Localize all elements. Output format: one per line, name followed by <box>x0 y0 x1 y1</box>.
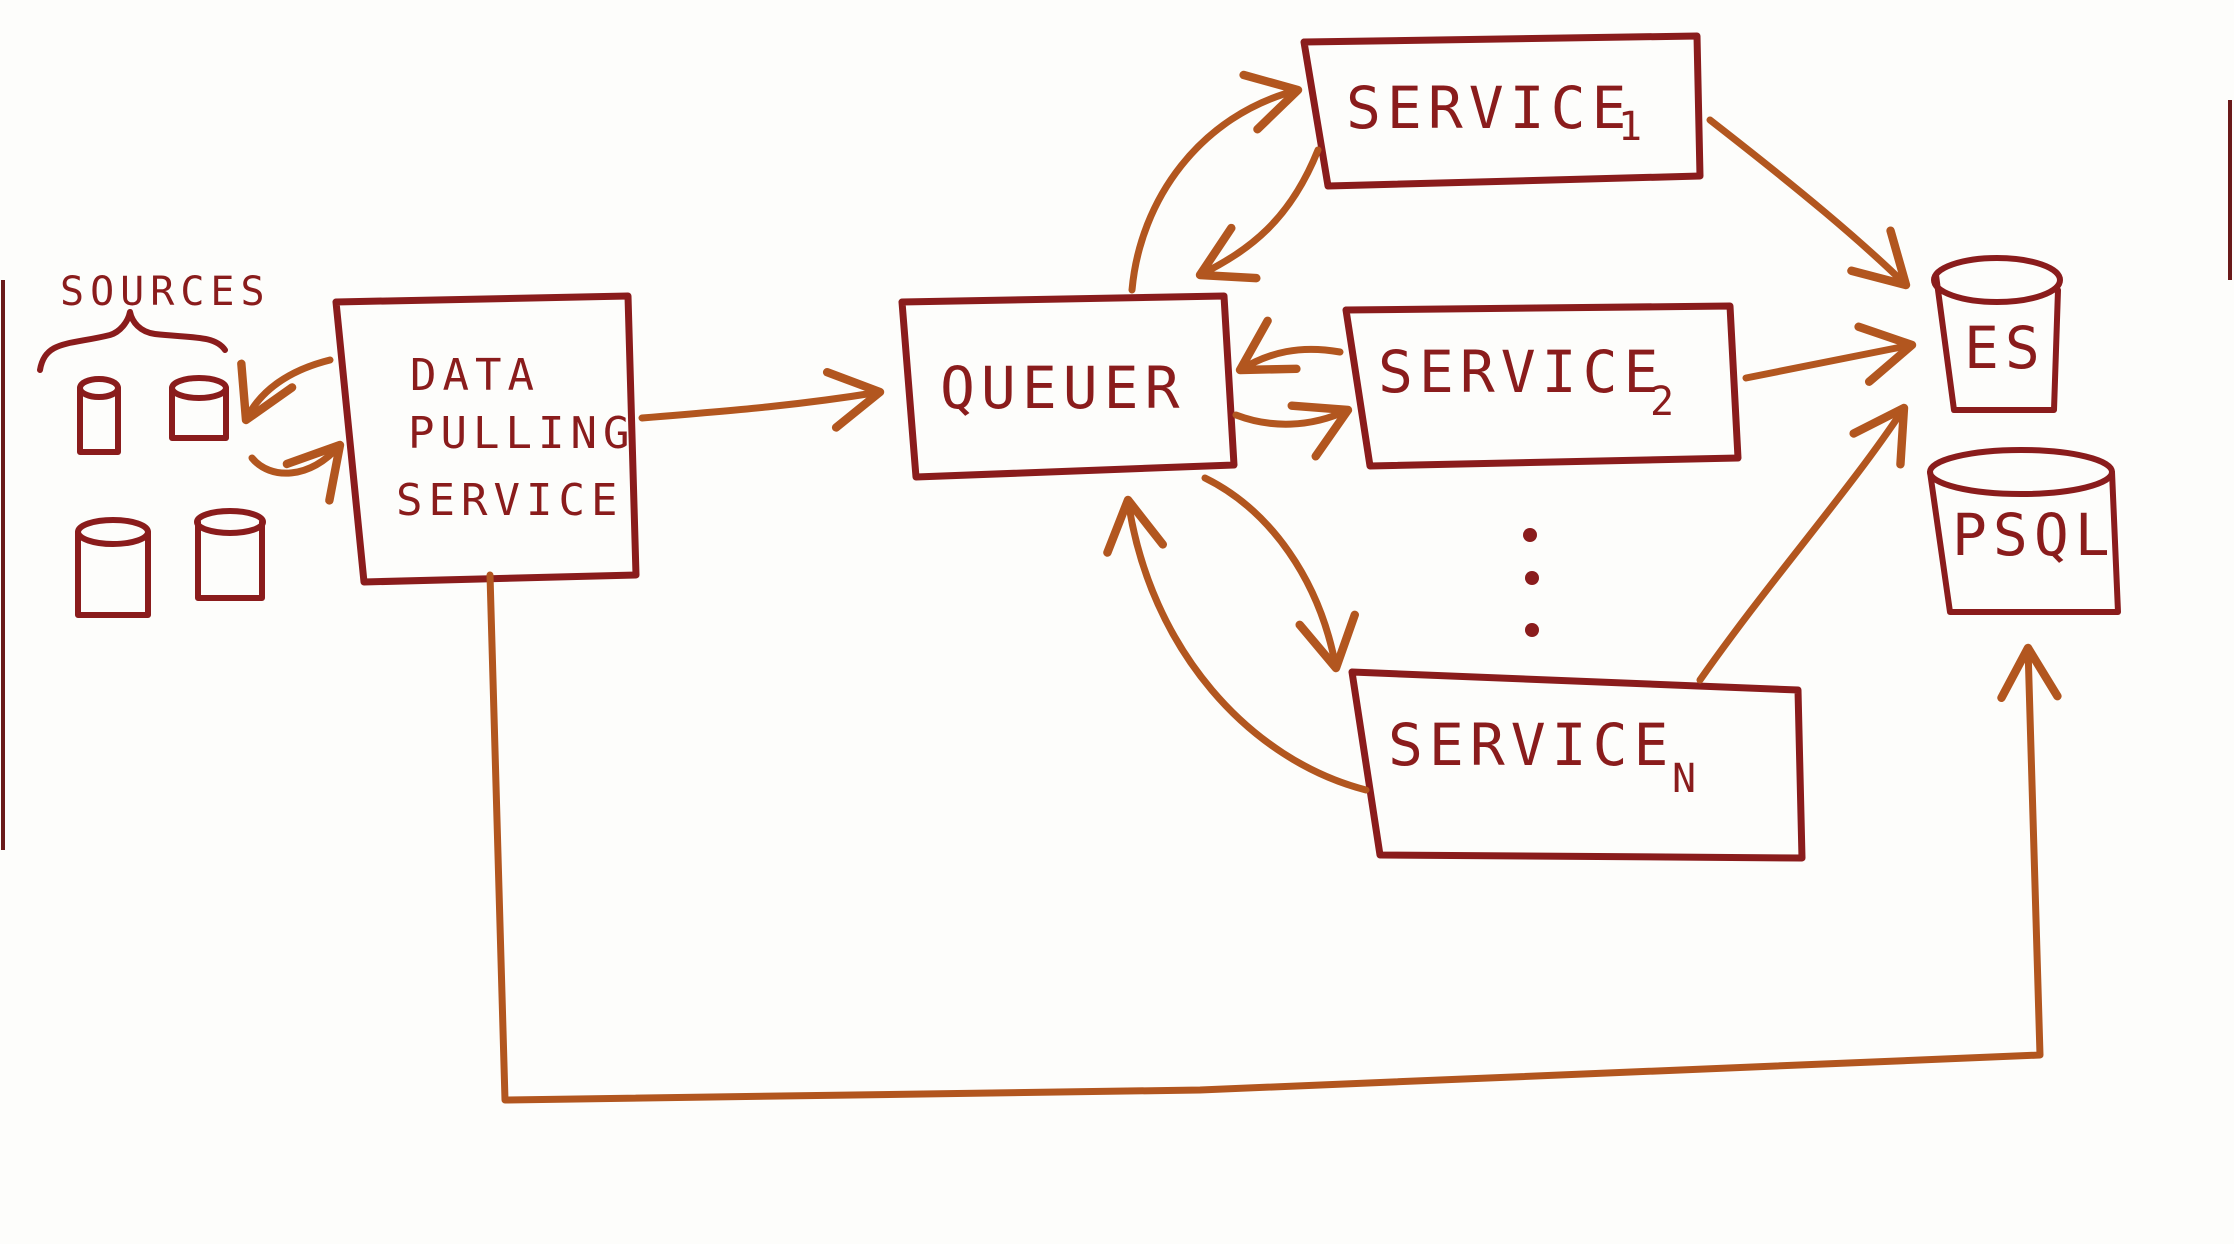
data-pulling-service-box <box>332 292 640 586</box>
arrow-queuer-to-service1 <box>1128 70 1303 294</box>
data-pulling-line3: SERVICE <box>396 475 623 526</box>
arrow-service1-to-es <box>1706 116 1911 290</box>
source-db-2 <box>169 375 229 441</box>
source-db-4 <box>194 508 266 601</box>
queuer-box <box>898 292 1238 481</box>
data-pulling-line2: PULLING <box>408 408 635 459</box>
sources-brace <box>37 309 228 373</box>
ellipsis-dot-3 <box>1525 623 1539 637</box>
arrow-service2-to-queuer <box>1235 316 1344 375</box>
servicen-label: SERVICE <box>1388 711 1674 779</box>
arrow-servicen-to-es <box>1696 403 1909 684</box>
queuer-label: QUEUER <box>940 354 1186 422</box>
arrow-sources-to-pull <box>248 440 345 505</box>
arrow-queuer-to-service2 <box>1232 401 1353 461</box>
data-pulling-line1: DATA <box>410 350 540 401</box>
source-db-1 <box>77 376 121 455</box>
arrow-servicen-to-queuer <box>1103 495 1370 794</box>
arrow-service2-to-es <box>1742 322 1917 386</box>
service1-label: SERVICE <box>1346 74 1632 142</box>
service1-subscript: 1 <box>1618 104 1648 150</box>
service2-label: SERVICE <box>1378 338 1664 406</box>
ellipsis-dot-1 <box>1523 528 1537 542</box>
source-db-3 <box>75 517 151 618</box>
arrow-pull-to-queuer <box>638 368 885 432</box>
ellipsis-dot-2 <box>1525 571 1539 585</box>
servicen-subscript: N <box>1672 756 1702 802</box>
es-label: ES <box>1964 314 2046 382</box>
service2-subscript: 2 <box>1650 379 1680 425</box>
arrow-queuer-to-servicen <box>1201 474 1359 673</box>
servicen-box <box>1348 668 1806 862</box>
sources-label: SOURCES <box>60 269 271 315</box>
psql-label: PSQL <box>1952 501 2116 569</box>
service1-box <box>1300 32 1704 190</box>
arrow-service1-to-queuer <box>1195 146 1322 283</box>
psql-database <box>1927 447 2121 615</box>
service2-box <box>1342 302 1742 470</box>
arrow-pull-to-psql <box>486 571 2062 1104</box>
arrow-pull-to-sources <box>237 356 334 425</box>
es-database <box>1931 255 2063 413</box>
